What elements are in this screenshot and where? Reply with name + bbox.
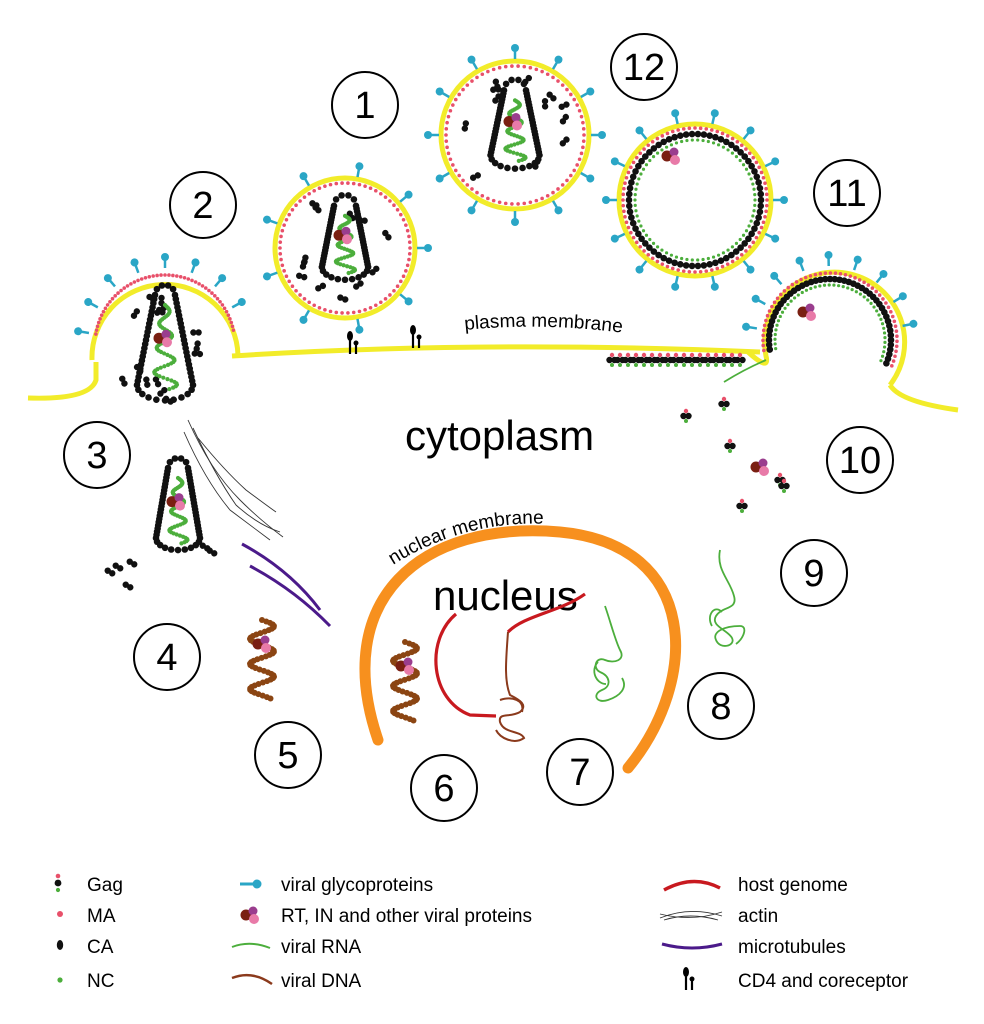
legend: Gag MA CA NC viral glycoproteins RT, IN … bbox=[54, 873, 909, 992]
step-6-label: 6 bbox=[433, 768, 454, 810]
virion-step2-fusing bbox=[72, 251, 249, 406]
viral-rna-cytoplasm bbox=[709, 549, 746, 647]
viral-dna-icon bbox=[231, 973, 273, 986]
cytoplasm-label: cytoplasm bbox=[405, 412, 594, 459]
step-3-label: 3 bbox=[86, 435, 107, 477]
actin-icon bbox=[659, 911, 723, 921]
step-1-label: 1 bbox=[354, 85, 375, 127]
pre-integration-complex-step4 bbox=[247, 617, 277, 702]
step-2-label: 2 bbox=[192, 185, 213, 227]
ca-icon bbox=[56, 940, 64, 950]
step-6-marker: 6 bbox=[410, 754, 478, 822]
step-7-label: 7 bbox=[569, 752, 590, 794]
nuclear-membrane bbox=[359, 525, 681, 774]
step-2-marker: 2 bbox=[169, 171, 237, 239]
actin-filaments bbox=[183, 419, 284, 541]
step-9-label: 9 bbox=[803, 553, 824, 595]
legend-microtubules: microtubules bbox=[738, 937, 846, 958]
step-4-label: 4 bbox=[156, 637, 177, 679]
step-3-marker: 3 bbox=[63, 421, 131, 489]
gag-membrane-row bbox=[606, 352, 790, 513]
viral-rna-icon bbox=[231, 942, 271, 949]
nucleus-label: nucleus bbox=[433, 572, 578, 619]
step-10-label: 10 bbox=[839, 440, 881, 482]
legend-ca: CA bbox=[87, 937, 114, 958]
legend-ma: MA bbox=[87, 906, 116, 927]
legend-viral-rna: viral RNA bbox=[281, 937, 362, 958]
pre-integration-complex-step6 bbox=[390, 639, 420, 724]
ma-icon bbox=[57, 911, 63, 917]
budding-virion-step10 bbox=[740, 249, 920, 387]
step-7-marker: 7 bbox=[546, 738, 614, 806]
cd4-icon bbox=[681, 965, 696, 992]
legend-host-genome: host genome bbox=[738, 875, 848, 896]
legend-actin: actin bbox=[738, 906, 778, 927]
step-5-marker: 5 bbox=[254, 721, 322, 789]
virion-step1 bbox=[260, 160, 434, 336]
legend-nc: NC bbox=[87, 971, 114, 992]
step-8-label: 8 bbox=[710, 686, 731, 728]
step-10-marker: 10 bbox=[826, 426, 894, 494]
viral-dna-integrated bbox=[495, 631, 526, 742]
step-4-marker: 4 bbox=[133, 623, 201, 691]
step-9-marker: 9 bbox=[780, 539, 848, 607]
step-5-label: 5 bbox=[277, 735, 298, 777]
cd4-receptor bbox=[408, 323, 423, 350]
viral-rna-nuclear bbox=[593, 605, 625, 702]
glycoprotein-icon bbox=[240, 879, 262, 889]
nc-icon bbox=[57, 977, 63, 983]
legend-viral-dna: viral DNA bbox=[281, 971, 362, 992]
host-genome bbox=[434, 592, 586, 718]
legend-gag: Gag bbox=[87, 875, 123, 896]
step-12-label: 12 bbox=[623, 47, 665, 89]
legend-glycoproteins: viral glycoproteins bbox=[281, 875, 433, 896]
capsid-uncoating-step3 bbox=[103, 455, 219, 592]
microtubules-icon bbox=[661, 942, 723, 950]
virion-step11 bbox=[600, 107, 790, 293]
step-11-label: 11 bbox=[827, 173, 866, 215]
plasma-membrane bbox=[27, 344, 959, 413]
gag-icon bbox=[54, 873, 62, 893]
step-11-marker: 11 bbox=[813, 159, 881, 227]
proteins-icon bbox=[240, 906, 259, 924]
plasma-membrane-label: plasma membrane bbox=[463, 311, 624, 338]
legend-cd4: CD4 and coreceptor bbox=[738, 971, 909, 992]
legend-proteins: RT, IN and other viral proteins bbox=[281, 906, 532, 927]
microtubules bbox=[241, 542, 332, 628]
step-1-marker: 1 bbox=[331, 71, 399, 139]
virion-step12 bbox=[422, 42, 608, 228]
virion-layer bbox=[72, 42, 920, 724]
host-genome-icon bbox=[663, 879, 721, 892]
viral-rna-budding bbox=[723, 359, 767, 383]
step-8-marker: 8 bbox=[687, 672, 755, 740]
step-12-marker: 12 bbox=[610, 33, 678, 101]
